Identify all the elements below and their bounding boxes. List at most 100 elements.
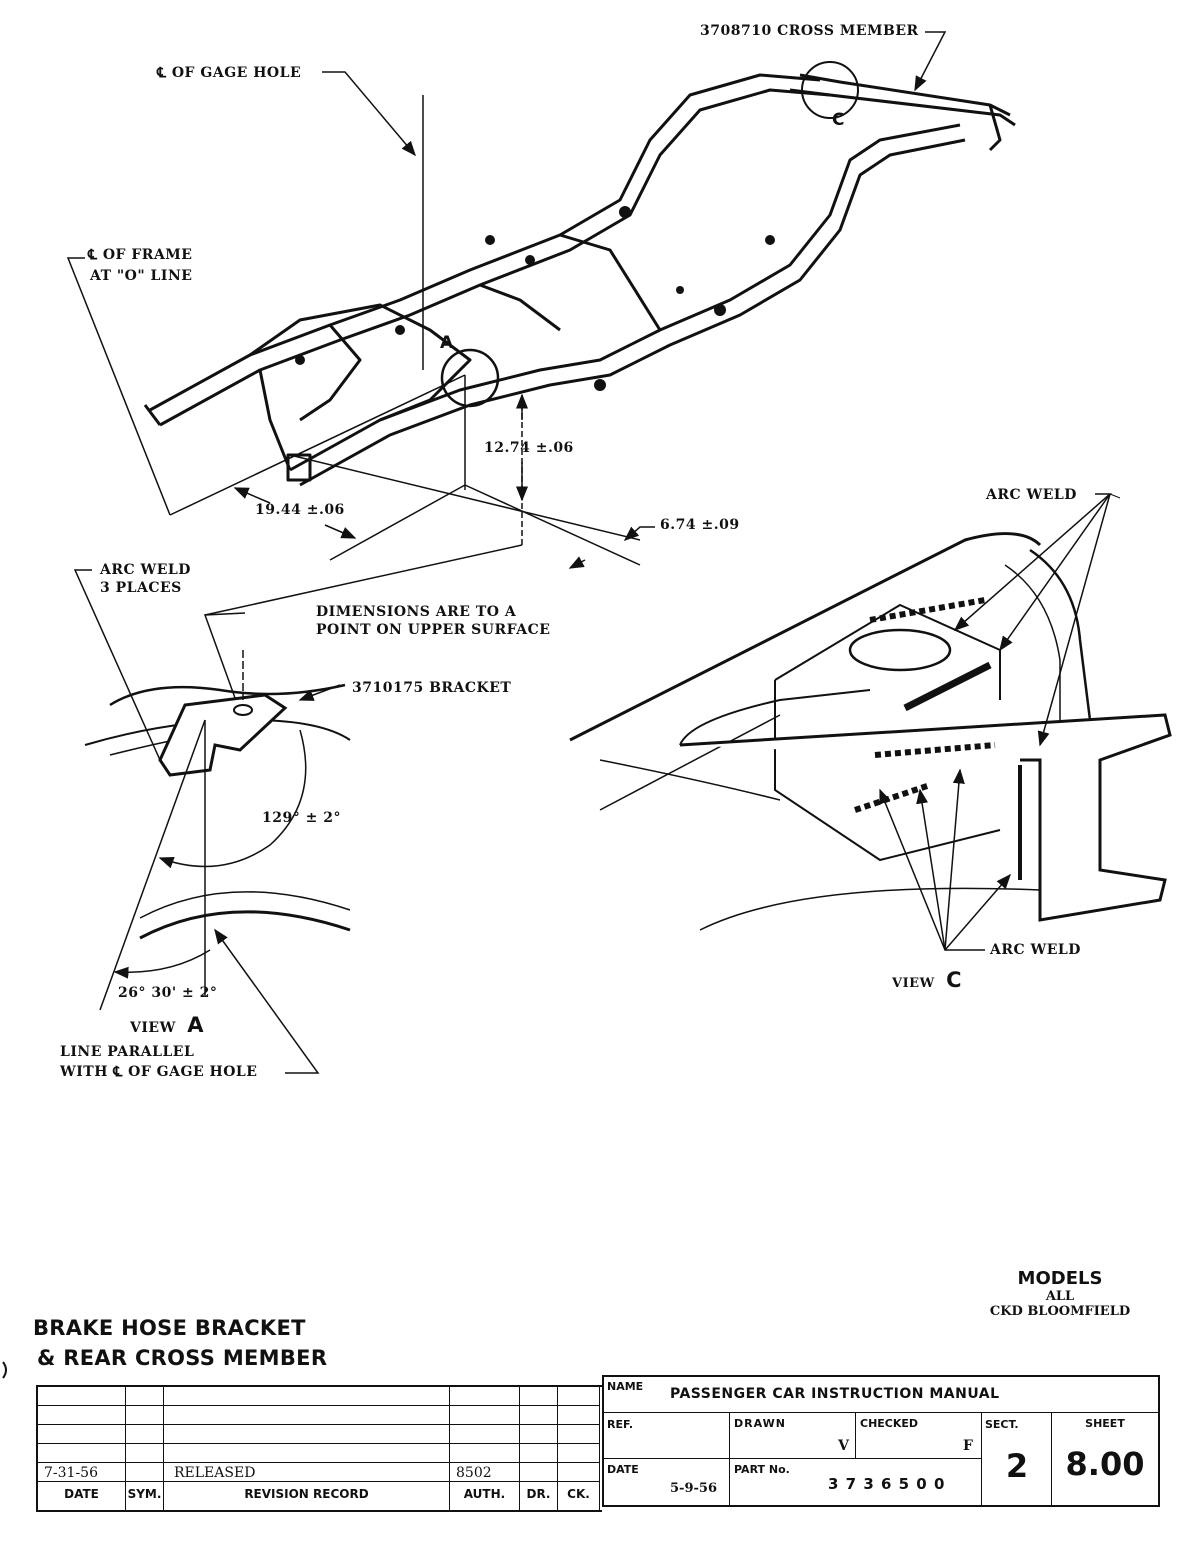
sect-label: SECT.: [985, 1418, 1019, 1431]
revision-header-auth: AUTH.: [450, 1482, 520, 1510]
revision-cell-dr: [520, 1463, 558, 1482]
view-c-label-word: VIEW: [892, 976, 935, 991]
revision-cell-ck: [558, 1444, 600, 1463]
models-plant: CKD BLOOMFIELD: [989, 1304, 1131, 1319]
revision-cell-date: [38, 1444, 126, 1463]
name-cell: NAME PASSENGER CAR INSTRUCTION MANUAL: [604, 1377, 1158, 1413]
revision-cell-dr: [520, 1387, 558, 1406]
sect-cell: SECT. 2: [982, 1413, 1052, 1505]
revision-cell-record: [164, 1425, 450, 1444]
drawn-value: V: [838, 1438, 849, 1454]
view-c-detail-circle: [801, 61, 859, 119]
date-cell: DATE 5-9-56: [604, 1459, 730, 1505]
dim-lateral: 6.74 ±.09: [660, 517, 740, 533]
revision-cell-date: 7-31-56: [38, 1463, 126, 1482]
frame-centerline-callout-line2: AT "O" LINE: [90, 268, 193, 284]
ref-cell: REF.: [604, 1413, 730, 1459]
revision-cell-dr: [520, 1425, 558, 1444]
sheet-value: 8.00: [1065, 1445, 1145, 1483]
view-c-arc-weld-top: ARC WELD: [986, 487, 1077, 503]
view-a-label-word: VIEW: [130, 1020, 176, 1036]
name-value: PASSENGER CAR INSTRUCTION MANUAL: [670, 1386, 1000, 1402]
revision-cell-ck: [558, 1425, 600, 1444]
models-heading: MODELS: [1017, 1268, 1103, 1289]
dimension-lines: [169, 374, 655, 616]
date-label: DATE: [607, 1463, 639, 1476]
part-number-label: PART No.: [734, 1463, 790, 1476]
parallel-note-line1: LINE PARALLEL: [60, 1044, 195, 1060]
revision-cell-date: [38, 1425, 126, 1444]
revision-cell-auth: [450, 1387, 520, 1406]
revision-cell-auth: [450, 1444, 520, 1463]
sheet-label: SHEET: [1085, 1417, 1125, 1430]
bracket-callout: 3710175 BRACKET: [352, 680, 512, 696]
view-c-artwork: [569, 493, 1172, 951]
checked-label: CHECKED: [860, 1417, 919, 1430]
revision-cell-date: [38, 1387, 126, 1406]
chassis-frame: [143, 73, 1016, 487]
revision-cell-ck: [558, 1406, 600, 1425]
view-a-arc-weld-line1: ARC WELD: [100, 562, 191, 578]
models-all: ALL: [1045, 1289, 1075, 1304]
view-a-detail-circle: [440, 348, 500, 408]
models-block: MODELS ALL CKD BLOOMFIELD: [975, 1268, 1145, 1319]
revision-cell-record: [164, 1406, 450, 1425]
gage-hole-callout: ℄ OF GAGE HOLE: [157, 65, 302, 81]
title-block: NAME PASSENGER CAR INSTRUCTION MANUAL RE…: [602, 1375, 1160, 1507]
sect-value: 2: [1005, 1447, 1029, 1485]
view-a-label: VIEW A: [130, 1015, 204, 1039]
view-c-arc-weld-bottom: ARC WELD: [990, 942, 1081, 958]
revision-cell-auth: [450, 1406, 520, 1425]
revision-cell-record: [164, 1444, 450, 1463]
part-number-cell: PART No. 3 7 3 6 5 0 0: [730, 1459, 982, 1505]
revision-header-dr: DR.: [520, 1482, 558, 1510]
revision-cell-dr: [520, 1444, 558, 1463]
name-label: NAME: [607, 1380, 644, 1393]
revision-cell-sym: [126, 1425, 164, 1444]
view-c-label: VIEW C: [892, 970, 962, 994]
frame-brackets: [295, 206, 775, 391]
cross-member-callout: 3708710 CROSS MEMBER: [700, 23, 919, 39]
date-value: 5-9-56: [670, 1481, 717, 1496]
revision-cell-auth: 8502: [450, 1463, 520, 1482]
view-a-label-letter: A: [187, 1013, 204, 1037]
checked-value: F: [963, 1438, 973, 1454]
dimensions-note-line1: DIMENSIONS ARE TO A: [316, 604, 517, 620]
revision-cell-ck: [558, 1463, 600, 1482]
revision-cell-record: [164, 1387, 450, 1406]
frame-centerline-callout-line1: ℄ OF FRAME: [88, 247, 193, 263]
view-a-marker: A: [440, 333, 454, 353]
revision-cell-date: [38, 1406, 126, 1425]
parallel-note-line2: WITH ℄ OF GAGE HOLE: [60, 1064, 258, 1080]
revision-cell-dr: [520, 1406, 558, 1425]
view-a-artwork: [73, 569, 351, 1074]
dim-vertical: 12.74 ±.06: [484, 440, 574, 456]
dimensions-note-line2: POINT ON UPPER SURFACE: [316, 622, 551, 638]
checked-cell: CHECKED F: [856, 1413, 982, 1459]
revision-cell-sym: [126, 1387, 164, 1406]
revision-header-record: REVISION RECORD: [164, 1482, 450, 1510]
angle-26-30: 26° 30' ± 2°: [118, 985, 218, 1001]
part-number-value: 3 7 3 6 5 0 0: [828, 1475, 946, 1493]
angle-129: 129° ± 2°: [262, 810, 341, 826]
view-c-label-letter: C: [946, 968, 962, 992]
revision-cell-sym: [126, 1406, 164, 1425]
revision-header-ck: CK.: [558, 1482, 600, 1510]
view-c-marker: C: [832, 110, 845, 130]
revision-cell-record: RELEASED: [164, 1463, 450, 1482]
ref-label: REF.: [607, 1418, 634, 1431]
view-a-arc-weld-line2: 3 PLACES: [100, 580, 182, 596]
revision-cell-auth: [450, 1425, 520, 1444]
revision-cell-sym: [126, 1444, 164, 1463]
drawn-label: DRAWN: [734, 1417, 786, 1430]
sheet-cell: SHEET 8.00: [1052, 1413, 1158, 1505]
drawing-title-line2: & REAR CROSS MEMBER: [37, 1346, 328, 1370]
revision-cell-ck: [558, 1387, 600, 1406]
drawn-cell: DRAWN V: [730, 1413, 856, 1459]
revision-header-sym: SYM.: [126, 1482, 164, 1510]
revision-cell-sym: [126, 1463, 164, 1482]
revision-header-date: DATE: [38, 1482, 126, 1510]
drawing-title-line1: BRAKE HOSE BRACKET: [33, 1316, 306, 1340]
